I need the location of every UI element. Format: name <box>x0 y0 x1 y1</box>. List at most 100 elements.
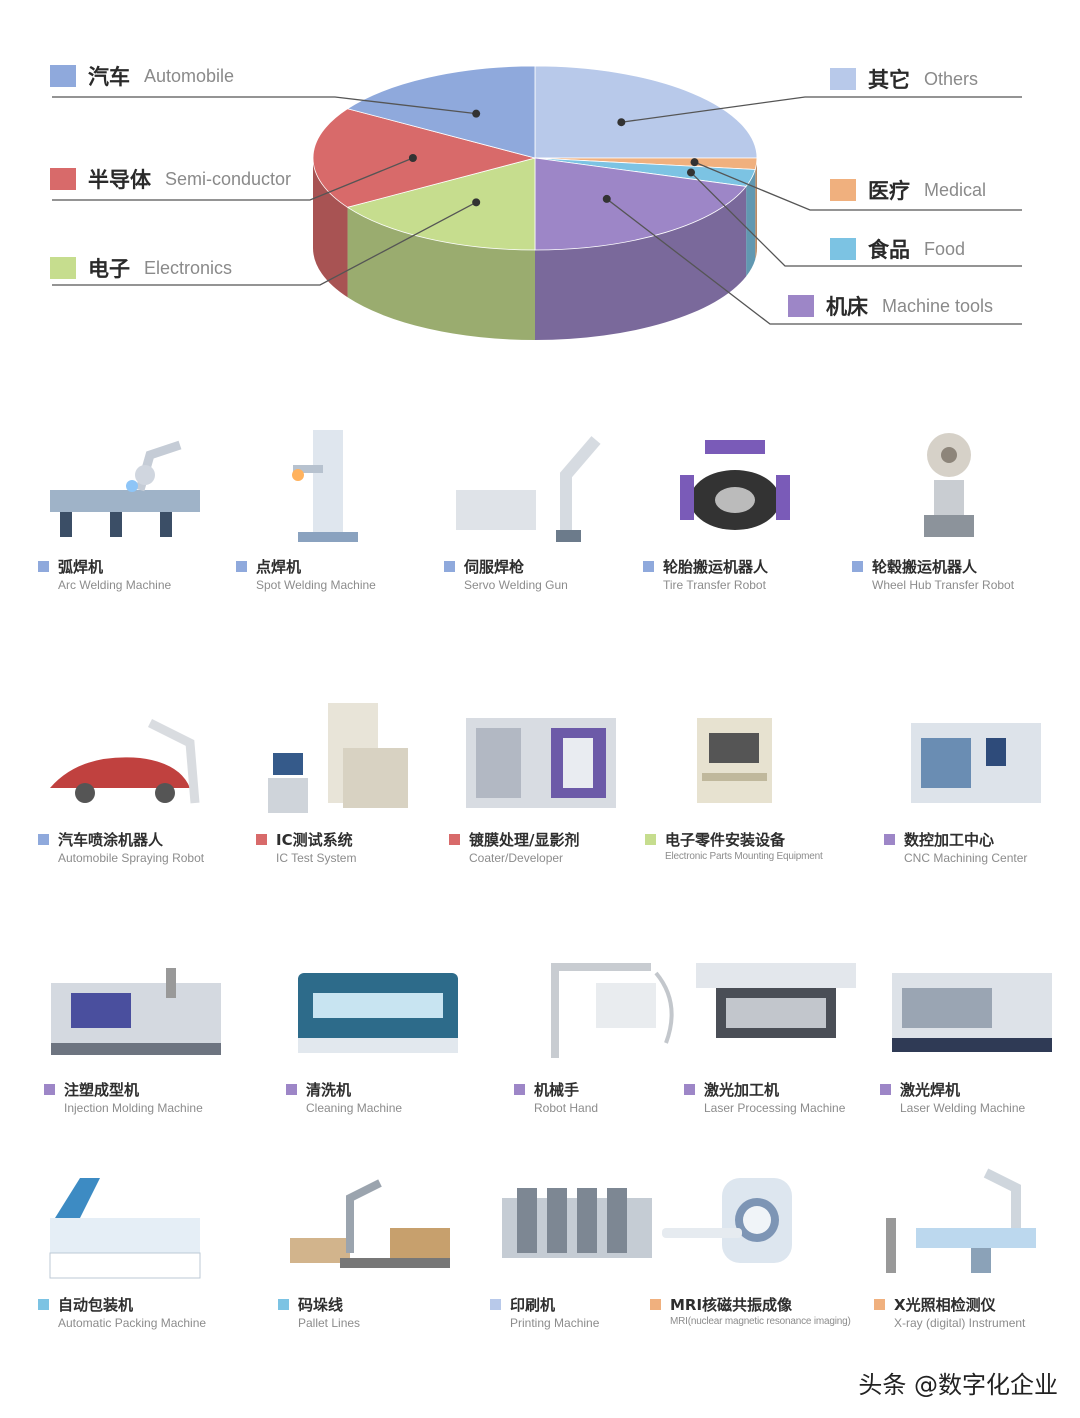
product-name-zh: 激光加工机 <box>704 1081 780 1099</box>
category-marker <box>650 1299 661 1310</box>
legend-label-zh: 电子 <box>88 257 130 281</box>
product-name-en: Coater/Developer <box>469 851 564 865</box>
spraying-robot-icon-graphic <box>50 718 200 804</box>
product-name-zh: 弧焊机 <box>58 558 104 576</box>
product-name-en: Pallet Lines <box>298 1316 361 1330</box>
legend-label-zh: 汽车 <box>88 65 130 89</box>
xray-instrument-icon <box>876 1158 1056 1288</box>
category-marker <box>444 561 455 572</box>
product-name-en: Injection Molding Machine <box>64 1101 203 1115</box>
product-name-zh: 汽车喷涂机器人 <box>58 831 164 849</box>
legend-swatch <box>50 168 76 190</box>
product-name-zh: X光照相检测仪 <box>894 1296 996 1314</box>
pie-side-electronics <box>347 207 535 340</box>
cleaning-machine-icon-graphic <box>298 973 458 1053</box>
legend-electronics: 电子 Electronics <box>50 253 232 283</box>
category-marker <box>286 1084 297 1095</box>
ic-tester-icon-graphic <box>268 703 408 813</box>
legend-label-zh: 食品 <box>868 238 910 262</box>
category-marker <box>38 561 49 572</box>
pie-slice-electronics <box>346 157 536 251</box>
packing-machine-icon-graphic <box>49 1178 201 1279</box>
legend-swatch <box>50 65 76 87</box>
cnc-center-icon <box>886 693 1066 823</box>
pie-side-food <box>746 169 756 277</box>
product-name-zh: 清洗机 <box>306 1081 352 1099</box>
product-name-zh: 注塑成型机 <box>64 1081 140 1099</box>
category-marker <box>490 1299 501 1310</box>
product-name-en: Cleaning Machine <box>306 1101 403 1115</box>
product-name-zh: 轮胎搬运机器人 <box>663 558 769 576</box>
pie-side-machine_tools <box>535 186 747 340</box>
laser-processing-icon <box>686 943 866 1073</box>
legend-swatch <box>50 257 76 279</box>
product-name-zh: 码垛线 <box>298 1296 344 1314</box>
laser-welder-icon-graphic <box>892 973 1052 1052</box>
category-marker <box>44 1084 55 1095</box>
legend-label-en: Semi-conductor <box>165 168 292 189</box>
cleaning-machine-icon <box>288 943 468 1073</box>
leader-dot-food <box>686 168 695 177</box>
wheel-hub-robot-icon-graphic <box>924 433 974 537</box>
product-name-zh: 自动包装机 <box>58 1296 134 1314</box>
injection-molding-icon-graphic <box>51 968 221 1055</box>
legend-label-en: Medical <box>924 179 987 200</box>
legend-label-zh: 半导体 <box>88 168 151 192</box>
category-marker <box>643 561 654 572</box>
pie-slice-machine_tools <box>534 157 747 251</box>
legend-automobile: 汽车 Automobile <box>50 61 234 91</box>
laser-welder-icon <box>882 943 1062 1073</box>
mounter-icon-graphic <box>697 718 772 803</box>
product-name-zh: MRI核磁共振成像 <box>670 1296 793 1314</box>
pie-slice-automobile <box>346 65 536 159</box>
coater-icon-graphic <box>466 718 616 808</box>
legend-machine-tools: 机床 Machine tools <box>788 291 993 321</box>
printing-machine-icon-graphic <box>502 1188 652 1258</box>
legend-label-en: Automobile <box>144 65 235 86</box>
product-name-en: Automobile Spraying Robot <box>58 851 205 865</box>
category-marker <box>449 834 460 845</box>
product-name-en: Arc Welding Machine <box>58 578 172 592</box>
pie-side-medical <box>755 158 757 260</box>
leader-line-electronics <box>52 201 477 286</box>
category-marker <box>884 834 895 845</box>
legend-swatch <box>830 68 856 90</box>
cnc-center-icon-graphic <box>911 723 1041 803</box>
category-marker <box>645 834 656 845</box>
legend-medical: 医疗 Medical <box>830 175 986 205</box>
category-marker <box>684 1084 695 1095</box>
product-name-zh: IC测试系统 <box>276 831 353 849</box>
legend-label-zh: 医疗 <box>868 179 910 203</box>
arc-welding-robot-icon-graphic <box>50 440 200 537</box>
leader-dot-machine_tools <box>602 194 611 203</box>
tire-robot-icon <box>645 420 825 550</box>
mri-scanner-icon <box>652 1158 832 1288</box>
arc-welding-robot-icon <box>40 420 220 550</box>
leader-dot-medical <box>690 158 699 167</box>
laser-processing-icon-graphic <box>696 963 856 1038</box>
leader-line-food <box>690 171 1022 267</box>
product-name-en: Spot Welding Machine <box>256 578 376 592</box>
watermark: 头条 @数字化企业 <box>858 1371 1058 1399</box>
category-marker <box>852 561 863 572</box>
servo-welding-gun-icon-graphic <box>456 436 601 542</box>
category-marker <box>278 1299 289 1310</box>
category-marker <box>874 1299 885 1310</box>
product-name-en: MRI(nuclear magnetic resonance imaging) <box>670 1316 851 1327</box>
spot-welder-icon-graphic <box>292 430 358 542</box>
legend-label-en: Food <box>924 238 966 259</box>
xray-instrument-icon-graphic <box>886 1168 1036 1273</box>
product-name-zh: 电子零件安装设备 <box>665 831 786 849</box>
legend-label-en: Machine tools <box>882 295 994 316</box>
pie-side-semiconductor <box>313 158 348 298</box>
